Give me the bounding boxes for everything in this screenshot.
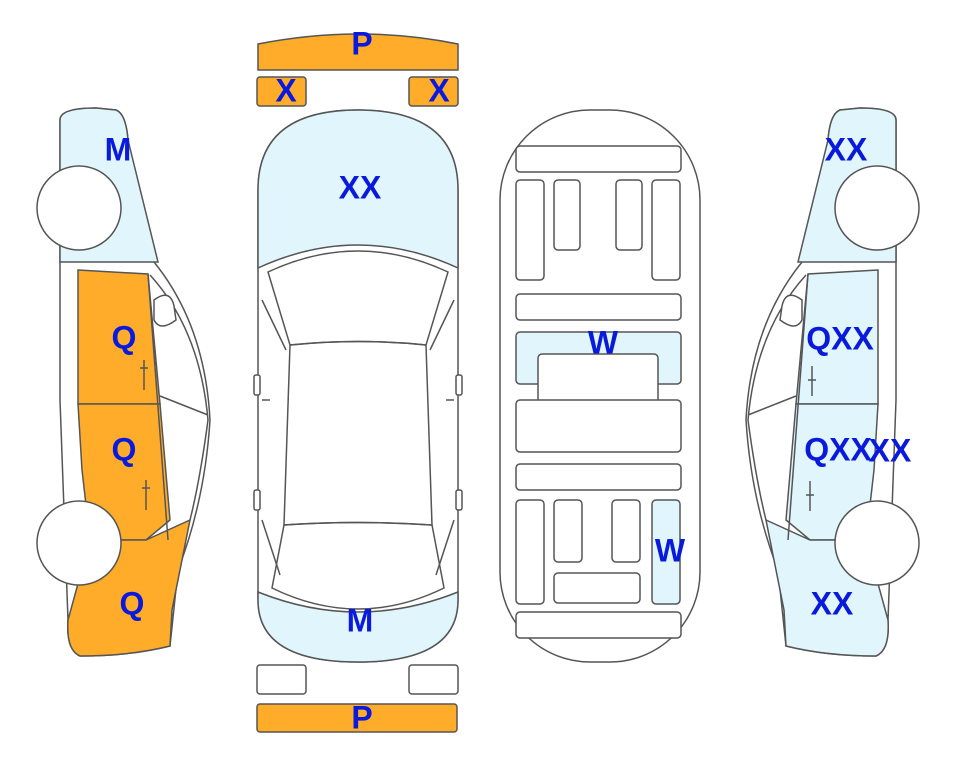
right-rear-handle [806, 481, 814, 511]
right-door-lines [429, 299, 455, 576]
floor-rear-rail-left [515, 499, 545, 605]
left-handle-front [253, 374, 261, 396]
label-right-rear-door-extra: XX [869, 432, 912, 468]
left-tail-light [256, 664, 307, 695]
floor-front-rail-left [515, 179, 545, 281]
floor-rear-slot-bottom [553, 572, 641, 604]
label-left-front-door: Q [112, 319, 137, 355]
hood-panel[interactable] [257, 109, 459, 270]
floor-front-slot-right [615, 179, 643, 251]
label-right-rear-quarter: XX [811, 585, 854, 621]
floor-front-rail-right [651, 179, 681, 281]
right-tail-light [408, 664, 459, 695]
panel-labels: P X X XX M P M Q Q Q W W XX QXX QXX XX X… [105, 25, 912, 735]
left-mirror-side [153, 294, 177, 327]
front-bumper-panel[interactable] [257, 33, 459, 71]
floor-rear-slot-left [553, 499, 583, 563]
label-right-rear-door: QXX [804, 431, 872, 467]
left-rear-handle [142, 480, 150, 510]
label-left-front-fender: M [105, 131, 132, 167]
label-right-front-fender: XX [825, 131, 868, 167]
left-front-handle [140, 360, 148, 390]
label-right-mirror: X [428, 72, 450, 108]
right-mirror-panel[interactable] [408, 76, 459, 107]
floor-rear-right-panel[interactable] [651, 499, 681, 605]
floor-crossmember-2 [515, 293, 682, 321]
left-front-wheel [36, 165, 122, 251]
floor-middle-panel-lower [515, 399, 682, 453]
left-rear-wheel [36, 500, 122, 586]
rear-bumper-panel[interactable] [256, 703, 458, 733]
label-rear-bumper: P [351, 699, 372, 735]
label-left-rear-door: Q [112, 431, 137, 467]
left-door-lines [261, 299, 287, 576]
windshield-outline [267, 250, 449, 346]
label-floor-middle: W [588, 324, 619, 360]
rear-window-outline [271, 521, 445, 610]
trunk-lid-panel[interactable] [257, 590, 459, 663]
floor-crossmember-3 [515, 463, 682, 491]
floor-rear-crossmember [515, 611, 682, 639]
label-left-mirror: X [275, 72, 297, 108]
floor-rear-slot-right [611, 499, 641, 563]
label-floor-rear-right: W [655, 532, 686, 568]
right-handle-rear [455, 489, 463, 511]
right-handle-front [455, 374, 463, 396]
right-front-handle [808, 366, 816, 396]
right-front-wheel [834, 165, 920, 251]
label-left-rear-quarter: Q [120, 585, 145, 621]
left-mirror-panel[interactable] [256, 76, 307, 107]
right-rear-wheel [834, 500, 920, 586]
right-mirror-side [779, 294, 803, 327]
floor-front-slot-left [553, 179, 581, 251]
label-hood: XX [339, 169, 382, 205]
label-right-front-door: QXX [806, 320, 874, 356]
left-handle-rear [253, 489, 261, 511]
label-trunk-lid: M [347, 602, 374, 638]
label-front-bumper: P [351, 25, 372, 61]
floor-front-crossmember [515, 145, 682, 173]
